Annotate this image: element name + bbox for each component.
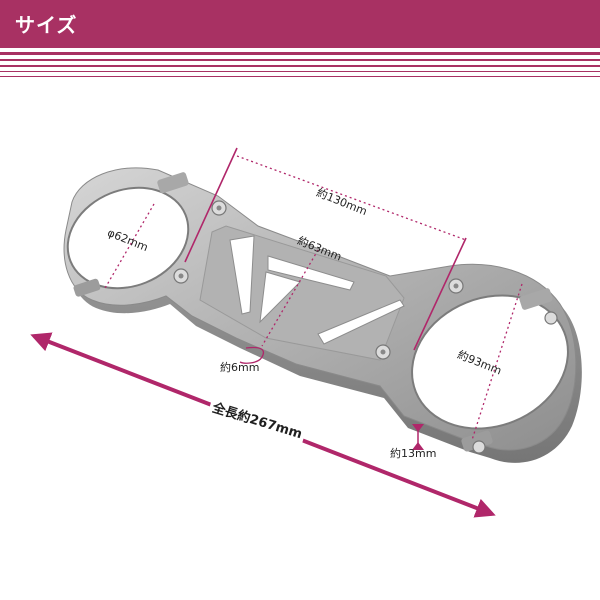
bracket-illustration [30, 147, 582, 518]
plate-thickness-label: 約6mm [220, 361, 260, 374]
page-title: サイズ [15, 13, 78, 37]
header-stripes [0, 48, 600, 82]
left-clamp [66, 172, 190, 297]
clamp-thickness-label: 約13mm [390, 447, 437, 460]
header-bar: サイズ [0, 0, 600, 48]
cutouts [229, 235, 405, 345]
